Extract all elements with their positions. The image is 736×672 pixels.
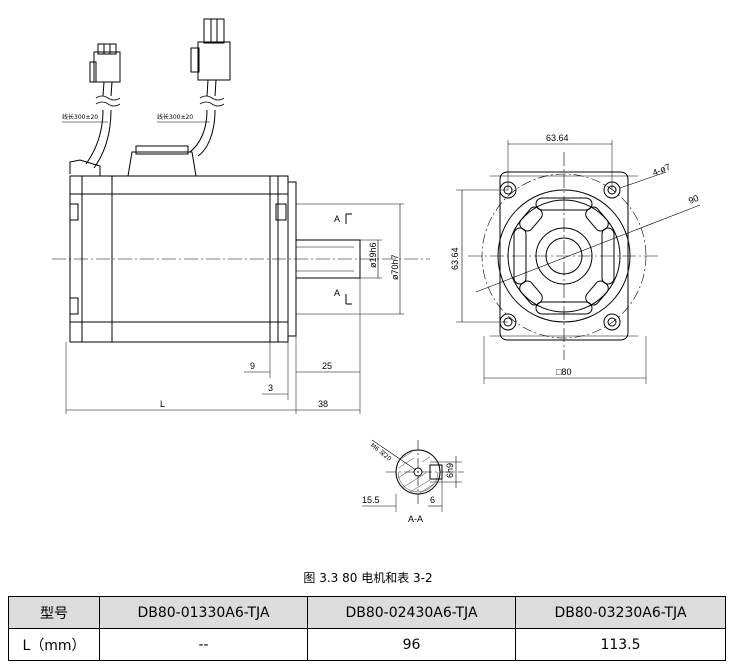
dim-3-label: 3 bbox=[268, 383, 273, 393]
front-height-label: 63.64 bbox=[450, 247, 460, 270]
section-mark-top: A bbox=[334, 214, 340, 224]
motor-front-view bbox=[456, 140, 701, 384]
cell-length-label: L（mm） bbox=[8, 628, 100, 661]
cell-length-1: -- bbox=[99, 628, 308, 661]
holes-label: 4-ø7 bbox=[651, 162, 672, 178]
spec-table: 型号 DB80-01330A6-TJA DB80-02430A6-TJA DB8… bbox=[8, 596, 726, 661]
header-model-2: DB80-02430A6-TJA bbox=[307, 596, 516, 629]
pilot-diameter-label: ø70h7 bbox=[390, 254, 400, 280]
section-hatch bbox=[397, 451, 435, 494]
figure-caption: 图 3.3 80 电机和表 3-2 bbox=[303, 571, 433, 585]
technical-drawing: 线长300±20 线长300±20 A A ø19h6 ø70h7 9 25 3… bbox=[52, 18, 701, 524]
table-row: L（mm） -- 96 113.5 bbox=[8, 628, 726, 661]
square-label: □80 bbox=[556, 367, 571, 377]
section-title-label: A-A bbox=[408, 514, 423, 524]
cell-length-3: 113.5 bbox=[515, 628, 726, 661]
pcd-label: 90 bbox=[687, 193, 700, 206]
section-depth-label: 15.5 bbox=[362, 495, 380, 505]
dim-9-label: 9 bbox=[250, 361, 255, 371]
table-header-row: 型号 DB80-01330A6-TJA DB80-02430A6-TJA DB8… bbox=[8, 596, 726, 629]
dim-38-label: 38 bbox=[318, 399, 328, 409]
header-model-3: DB80-03230A6-TJA bbox=[515, 596, 726, 629]
cable-length-label-1: 线长300±20 bbox=[62, 113, 98, 121]
section-key-height-label: 6h9 bbox=[445, 463, 455, 478]
header-model-1: DB80-01330A6-TJA bbox=[99, 596, 308, 629]
dim-L-label: L bbox=[160, 399, 165, 409]
shaft-diameter-label: ø19h6 bbox=[368, 242, 378, 268]
connector-1 bbox=[89, 43, 121, 97]
connector-2 bbox=[190, 18, 231, 97]
motor-side-view bbox=[52, 18, 430, 414]
cell-length-2: 96 bbox=[307, 628, 516, 661]
section-mark-bottom: A bbox=[334, 288, 340, 298]
front-width-label: 63.64 bbox=[546, 133, 569, 143]
section-a-a-view bbox=[362, 439, 464, 512]
cable-length-label-2: 线长300±20 bbox=[157, 113, 193, 121]
dim-25-label: 25 bbox=[322, 361, 332, 371]
section-key-width-label: 6 bbox=[430, 495, 435, 505]
header-model: 型号 bbox=[8, 596, 100, 629]
